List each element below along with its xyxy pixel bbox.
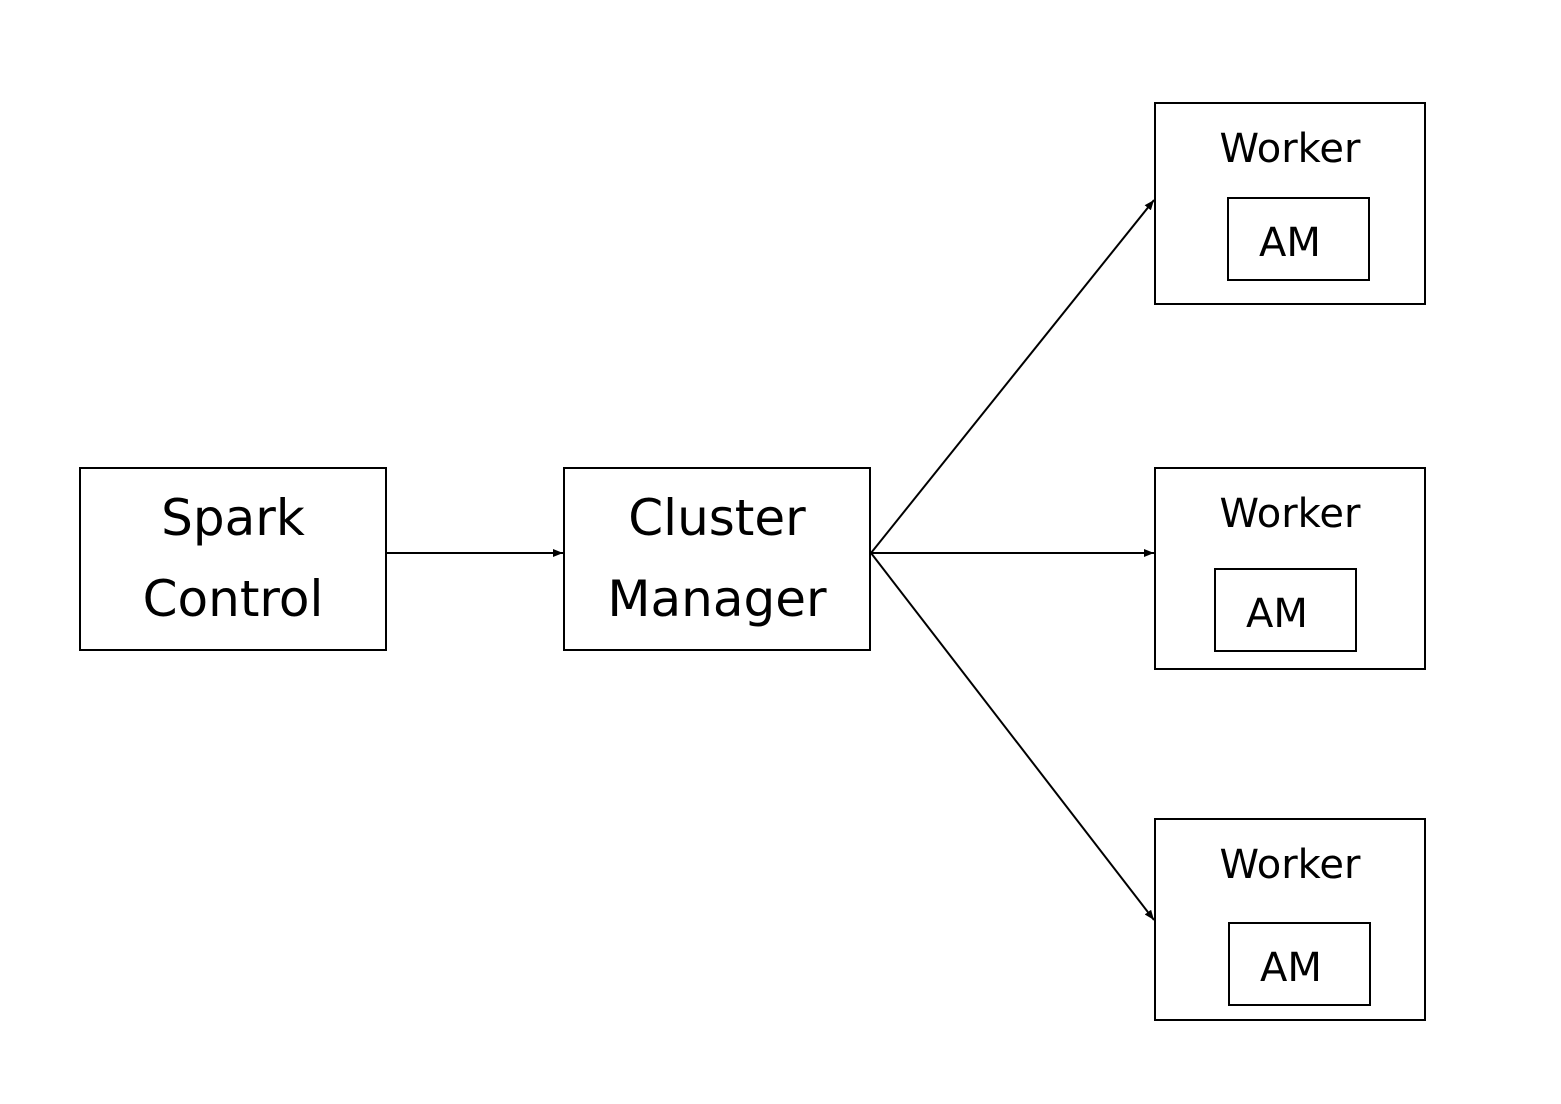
edge-arrow-2	[870, 199, 1155, 554]
edge-group	[387, 199, 1155, 921]
worker-label: Worker	[1219, 126, 1361, 172]
spark-control-label-line2: Control	[142, 570, 324, 628]
am-label: AM	[1246, 591, 1308, 637]
cluster-manager-label-line1: Cluster	[628, 489, 806, 547]
cluster-manager-node: Cluster Manager	[563, 467, 871, 651]
edge-arrow-4	[870, 552, 1155, 921]
worker-node-1: Worker AM	[1154, 102, 1426, 305]
worker-label: Worker	[1219, 491, 1361, 537]
cluster-manager-label-line2: Manager	[607, 570, 827, 628]
am-label: AM	[1259, 220, 1321, 266]
spark-control-node: Spark Control	[79, 467, 387, 651]
worker-node-3: Worker AM	[1154, 818, 1426, 1021]
worker-label: Worker	[1219, 842, 1361, 888]
am-box: AM	[1227, 197, 1370, 281]
spark-control-label-line1: Spark	[161, 489, 305, 547]
am-box: AM	[1214, 568, 1357, 652]
worker-node-2: Worker AM	[1154, 467, 1426, 670]
am-label: AM	[1260, 945, 1322, 991]
am-box: AM	[1228, 922, 1371, 1006]
